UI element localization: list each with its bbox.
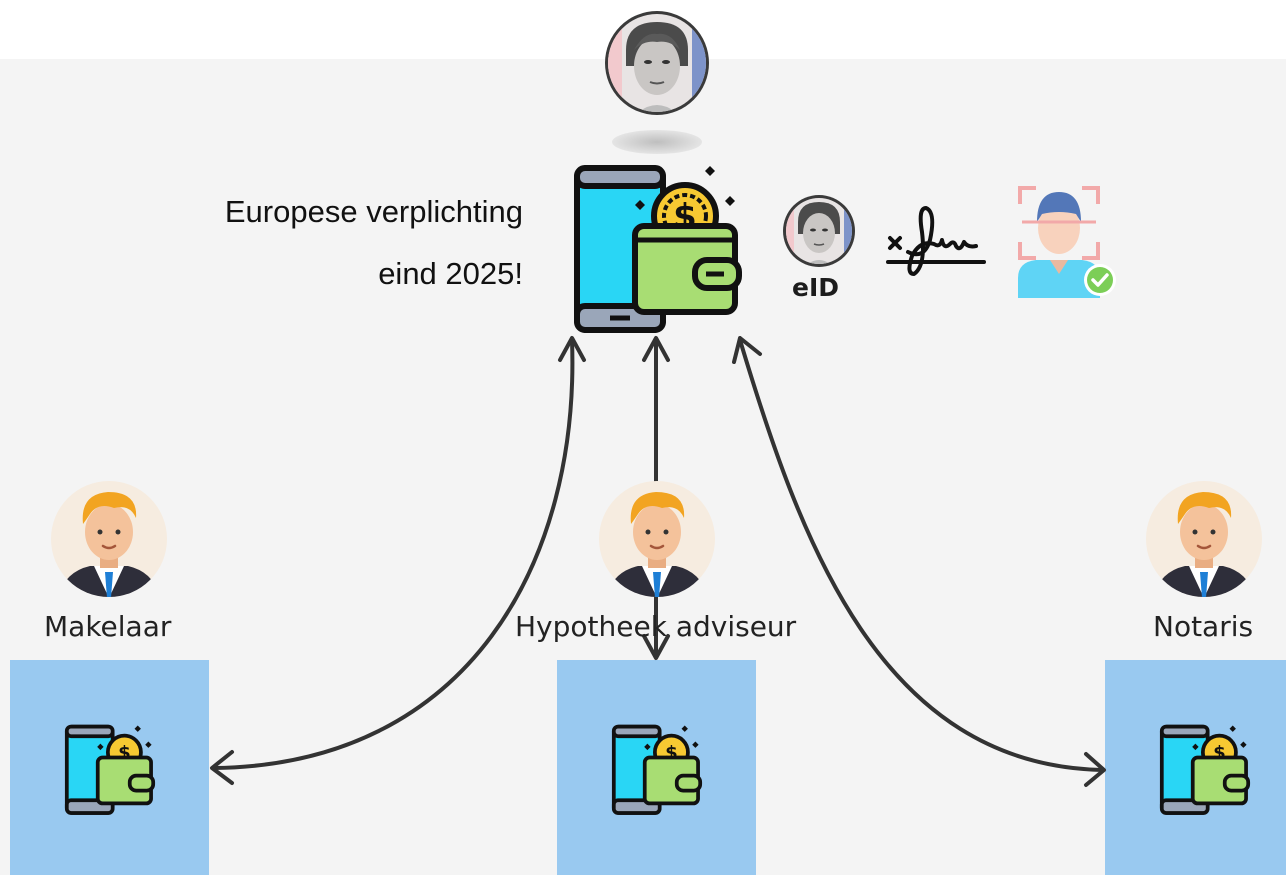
makelaar-label: Makelaar [44,610,172,643]
mobile-wallet-icon: $ [574,165,742,333]
notaris-wallet-icon: $ [1159,724,1251,815]
photo-shadow [612,130,702,154]
hypotheek-label: Hypotheek adviseur [515,610,797,643]
arrow-makelaar-head-top [558,336,586,362]
notaris-label: Notaris [1153,610,1254,643]
arrow-notaris-head-top [732,336,762,364]
hypotheek-wallet-icon: $ [611,724,703,815]
makelaar-wallet-icon: $ [64,724,156,815]
arrow-hypotheek-head-top [642,336,670,362]
banner-line-2: eind 2025! [378,256,523,291]
arrow-makelaar [212,338,575,770]
arrow-notaris [738,338,1104,772]
eid-photo-icon [783,195,855,267]
makelaar-avatar-icon [51,481,167,597]
arrow-hypotheek-head-bottom [642,634,670,660]
eid-label: eID [792,273,840,302]
hypotheek-avatar-icon [599,481,715,597]
arrow-makelaar-head-bottom [210,750,234,785]
arrow-notaris-head-bottom [1084,752,1106,787]
person-photo-icon [605,11,709,115]
signature-icon [886,206,986,276]
banner-line-1: Europese verplichting [224,194,523,229]
notaris-avatar-icon [1146,481,1262,597]
face-recognition-icon [1018,186,1116,298]
